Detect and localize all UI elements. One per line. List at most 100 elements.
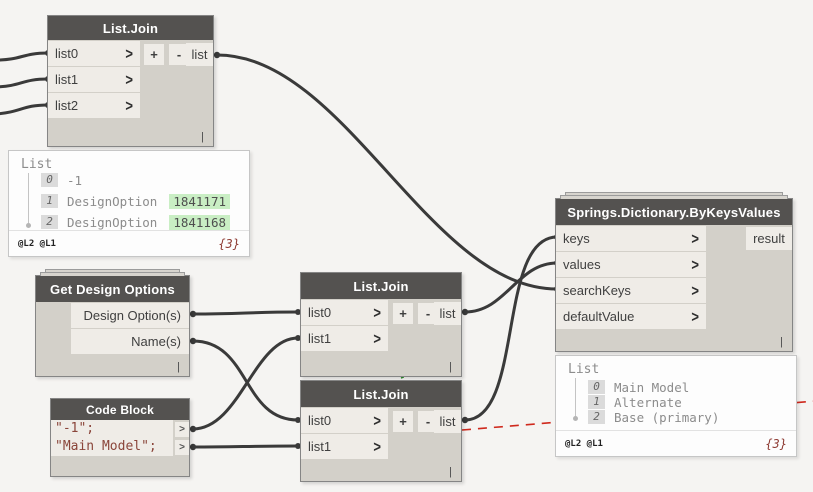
node-list-join-top[interactable]: List.Join list0 > list1 > list2 > + - li…	[47, 15, 214, 147]
list-item: 1 DesignOption 1841171	[41, 193, 230, 209]
port-label: list1	[55, 72, 79, 87]
node-title[interactable]: List.Join	[301, 273, 461, 299]
output-port-1[interactable]: >	[175, 422, 189, 437]
code-editor[interactable]: "-1"; "Main Model";	[51, 420, 173, 456]
input-port-searchkeys[interactable]: searchKeys >	[556, 278, 706, 303]
preview-footer: @L2 @L1 {3}	[556, 430, 796, 456]
port-label: values	[563, 257, 601, 272]
remove-port-button[interactable]: -	[418, 411, 438, 432]
input-port-list0[interactable]: list0 >	[48, 41, 140, 66]
remove-port-button[interactable]: -	[418, 303, 438, 324]
preview-bubble-springs[interactable]: List 0 Main Model 1 Alternate 2 Base (pr…	[555, 355, 797, 457]
wire-bottomjoin-to-keys[interactable]	[463, 235, 559, 422]
input-port-list1[interactable]: list1 >	[301, 326, 388, 351]
lacing-levels[interactable]: @L2 @L1	[565, 438, 603, 449]
add-port-button[interactable]: +	[144, 44, 164, 65]
item-count: {3}	[218, 236, 240, 251]
wire-into-list1[interactable]	[0, 77, 50, 89]
input-port-defaultvalue[interactable]: defaultValue >	[556, 304, 706, 329]
lacing-levels[interactable]: @L2 @L1	[18, 238, 56, 249]
chevron-right-icon: >	[373, 437, 381, 456]
list-item: 2 Base (primary)	[588, 409, 719, 425]
node-title[interactable]: List.Join	[301, 381, 461, 407]
index-badge: 0	[588, 380, 605, 394]
port-label: Name(s)	[131, 334, 181, 349]
index-badge: 2	[41, 215, 58, 229]
input-port-list2[interactable]: list2 >	[48, 93, 140, 118]
chevron-right-icon: >	[691, 307, 699, 326]
list-root-label: List	[568, 362, 600, 377]
node-title[interactable]: Code Block	[51, 399, 189, 420]
wire-codeblock2-to-bottomjoin-list1[interactable]	[191, 444, 300, 449]
input-port-values[interactable]: values >	[556, 252, 706, 277]
lacing-indicator[interactable]: |	[177, 361, 180, 373]
input-port-list0[interactable]: list0 >	[301, 300, 388, 325]
port-label: list0	[308, 305, 332, 320]
wire-topjoin-to-searchkeys[interactable]	[215, 53, 559, 291]
index-badge: 0	[41, 173, 58, 187]
wire-codeblock1-to-midjoin-list1[interactable]	[191, 336, 300, 431]
element-id-highlight[interactable]: 1841168	[169, 214, 230, 230]
item-count: {3}	[765, 436, 787, 451]
output-port-list[interactable]: list	[434, 302, 461, 325]
chevron-right-icon: >	[691, 255, 699, 274]
element-id-highlight[interactable]: 1841171	[169, 193, 230, 209]
chevron-right-icon: >	[691, 229, 699, 248]
port-label: list1	[308, 439, 332, 454]
output-port-design-options[interactable]: Design Option(s)	[71, 303, 189, 328]
node-title[interactable]: List.Join	[48, 16, 213, 40]
tree-dot	[573, 416, 578, 421]
wire-into-list2[interactable]	[0, 103, 50, 116]
tree-line	[575, 378, 576, 416]
list-item: 0 -1	[41, 172, 82, 188]
lacing-indicator[interactable]: |	[449, 361, 452, 373]
chevron-right-icon: >	[125, 44, 133, 63]
preview-footer: @L2 @L1 {3}	[9, 230, 249, 256]
chevron-right-icon: >	[125, 70, 133, 89]
port-label: list0	[308, 413, 332, 428]
output-port-2[interactable]: >	[175, 440, 189, 455]
input-port-keys[interactable]: keys >	[556, 226, 706, 251]
port-label: list0	[55, 46, 79, 61]
port-label: defaultValue	[563, 309, 635, 324]
chevron-right-icon: >	[125, 96, 133, 115]
port-label: searchKeys	[563, 283, 631, 298]
node-list-join-middle[interactable]: List.Join list0 > list1 > + - list |	[300, 272, 462, 377]
input-port-list1[interactable]: list1 >	[301, 434, 388, 459]
node-title[interactable]: Springs.Dictionary.ByKeysValues	[556, 199, 792, 225]
wire-names-to-bottomjoin-list0[interactable]	[191, 339, 300, 422]
lacing-indicator[interactable]: |	[780, 336, 783, 348]
wire-into-list0[interactable]	[0, 51, 50, 62]
preview-bubble-top-join[interactable]: List 0 -1 1 DesignOption 1841171 2 Desig…	[8, 150, 250, 257]
node-get-design-options[interactable]: Get Design Options Design Option(s) Name…	[35, 269, 190, 377]
list-item: 0 Main Model	[588, 379, 689, 395]
port-label: Design Option(s)	[83, 308, 181, 323]
input-port-list0[interactable]: list0 >	[301, 408, 388, 433]
output-port-result[interactable]: result	[746, 227, 792, 250]
wire-midjoin-to-values[interactable]	[463, 261, 559, 314]
node-list-join-bottom[interactable]: List.Join list0 > list1 > + - list |	[300, 380, 462, 482]
input-port-list1[interactable]: list1 >	[48, 67, 140, 92]
node-springs-dictionary[interactable]: Springs.Dictionary.ByKeysValues keys > v…	[555, 192, 793, 352]
chevron-right-icon: >	[373, 411, 381, 430]
wire-designoptions-to-midjoin-list0[interactable]	[191, 310, 300, 316]
index-badge: 1	[588, 395, 605, 409]
tree-line	[28, 173, 29, 223]
chevron-right-icon: >	[373, 329, 381, 348]
node-code-block[interactable]: Code Block "-1"; "Main Model"; > >	[50, 398, 190, 477]
lacing-indicator[interactable]: |	[201, 131, 204, 143]
lacing-indicator[interactable]: |	[449, 466, 452, 478]
output-port-list[interactable]: list	[186, 43, 213, 66]
output-port-list[interactable]: list	[434, 410, 461, 433]
code-line[interactable]: "-1";	[55, 421, 95, 436]
add-port-button[interactable]: +	[393, 411, 413, 432]
remove-port-button[interactable]: -	[169, 44, 189, 65]
node-title[interactable]: Get Design Options	[36, 276, 189, 302]
chevron-right-icon: >	[373, 303, 381, 322]
index-badge: 1	[41, 194, 58, 208]
code-line[interactable]: "Main Model";	[55, 439, 157, 454]
add-port-button[interactable]: +	[393, 303, 413, 324]
port-label: keys	[563, 231, 590, 246]
output-port-names[interactable]: Name(s)	[71, 329, 189, 354]
